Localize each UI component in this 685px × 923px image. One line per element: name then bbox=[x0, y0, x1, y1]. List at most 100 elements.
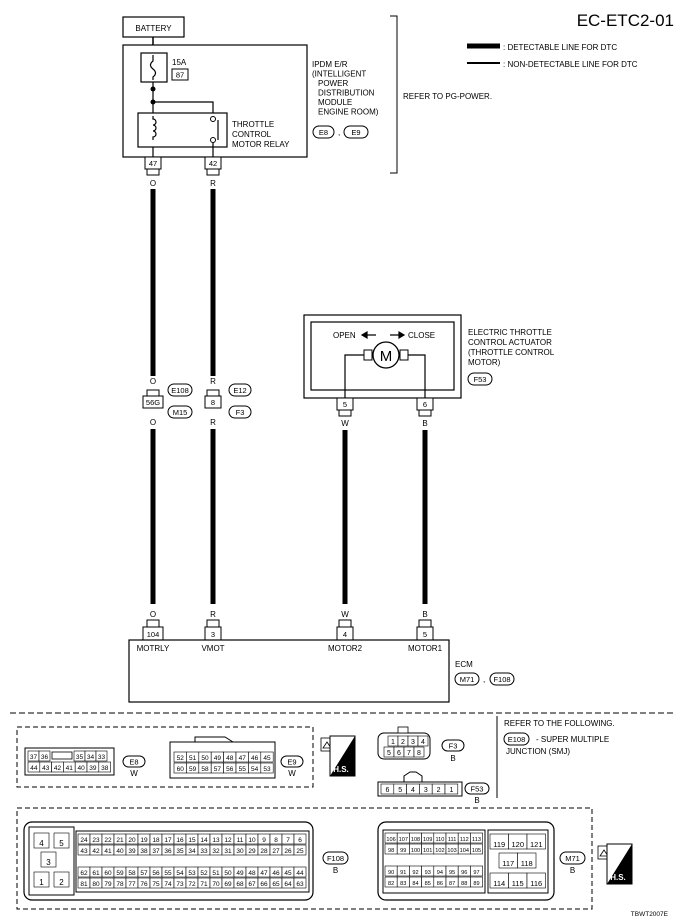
connector-pin-label: 5 bbox=[387, 750, 391, 757]
connector-pin bbox=[293, 866, 307, 878]
connector-pin-label: 18 bbox=[152, 837, 160, 844]
connector-f108-color: B bbox=[333, 866, 338, 875]
connector-pin-label: 104 bbox=[460, 848, 469, 854]
smj-note-line1: - SUPER MULTIPLE bbox=[536, 735, 609, 744]
separator: , bbox=[483, 675, 485, 684]
arrow-right-icon bbox=[390, 330, 406, 340]
connector-f108-label: F108 bbox=[493, 675, 510, 684]
connector-pin-label: 98 bbox=[388, 848, 394, 854]
connector-pin-label: 103 bbox=[447, 848, 456, 854]
connector-pin-label: 25 bbox=[296, 848, 304, 855]
connector-pin-label: 99 bbox=[400, 848, 406, 854]
connector-badge-e108 bbox=[167, 383, 193, 397]
connector-tab bbox=[418, 619, 432, 628]
connector-pin-label: 88 bbox=[461, 881, 467, 887]
relay-contact-icon bbox=[210, 116, 216, 122]
connector-view-f108-m71 bbox=[16, 807, 593, 910]
connector-pin-label: 94 bbox=[437, 870, 443, 876]
connector-pin-label: 42 bbox=[54, 765, 62, 772]
connector-pin-label: 37 bbox=[30, 754, 38, 761]
connector-e8-label: E8 bbox=[319, 128, 328, 137]
connector-pin-label: 44 bbox=[30, 765, 38, 772]
connector-pin bbox=[33, 832, 50, 849]
connector-pin-label: 35 bbox=[76, 754, 84, 761]
connector-pin-label: 81 bbox=[80, 881, 88, 888]
svg-text:H.S.: H.S. bbox=[333, 765, 349, 774]
connector-pin-label: 4 bbox=[39, 839, 44, 848]
connector-pin-label: 36 bbox=[41, 754, 49, 761]
connector-pin bbox=[417, 735, 429, 747]
connector-pin-label: 115 bbox=[512, 879, 524, 888]
relay-contact-feed bbox=[153, 101, 214, 116]
connector-pin-label: 120 bbox=[511, 840, 524, 849]
connector-pin-label: 41 bbox=[66, 765, 74, 772]
connector-pin-label: 12 bbox=[224, 837, 232, 844]
connector-pin-label: 100 bbox=[411, 848, 420, 854]
connector-pin-label: 67 bbox=[248, 881, 256, 888]
connector-pin-label: 110 bbox=[435, 837, 444, 843]
arrow-left-icon bbox=[360, 330, 376, 340]
connector-pin-label: 66 bbox=[260, 881, 268, 888]
connector-pin-label: 46 bbox=[251, 755, 259, 762]
connector-pin bbox=[293, 833, 307, 845]
connector-tab bbox=[338, 409, 352, 417]
ecm-pin-name-motor1: MOTOR1 bbox=[408, 644, 443, 653]
battery-label: BATTERY bbox=[135, 24, 172, 33]
connector-pin-label: 38 bbox=[101, 765, 109, 772]
connector-pin-label: 86 bbox=[437, 881, 443, 887]
connector-badge-f108 bbox=[489, 672, 515, 686]
connector-pin-label: 118 bbox=[521, 859, 533, 868]
connector-pin-label: 10 bbox=[248, 837, 256, 844]
connector-pin-label: 28 bbox=[260, 848, 268, 855]
fuse-box bbox=[140, 52, 168, 83]
connector-pin-label: 119 bbox=[493, 840, 505, 849]
connector-pin-label: 31 bbox=[224, 848, 232, 855]
ipdm-terminal-47-label: 47 bbox=[149, 159, 157, 168]
connector-tab bbox=[206, 619, 220, 628]
open-label: OPEN bbox=[333, 331, 356, 340]
connector-pin-label: 39 bbox=[89, 765, 97, 772]
connector-pin bbox=[517, 852, 537, 869]
connector-pin-label: 90 bbox=[388, 870, 394, 876]
connector-badge-f3 bbox=[441, 739, 465, 752]
connector-pin bbox=[40, 851, 57, 868]
connector-pin-label: 91 bbox=[400, 870, 406, 876]
connector-pin bbox=[260, 762, 274, 774]
figure-code: TBWT2007E bbox=[631, 911, 669, 918]
connector-pin-label: 95 bbox=[449, 870, 455, 876]
connector-pin-label: 46 bbox=[272, 870, 280, 877]
connector-badge-e8 bbox=[122, 755, 146, 768]
connector-pin-label: 1 bbox=[391, 739, 395, 746]
connector-pin-label: 56 bbox=[226, 766, 234, 773]
connector-pin-label: 59 bbox=[116, 870, 124, 877]
connector-pin bbox=[470, 876, 483, 888]
connector-pin-label: 53 bbox=[263, 766, 271, 773]
connector-pin-label: 40 bbox=[116, 848, 124, 855]
connector-pin-label: 1 bbox=[39, 878, 44, 887]
connector-pin-label: 101 bbox=[423, 848, 432, 854]
connector-tab bbox=[146, 168, 160, 176]
connector-e108-label: E108 bbox=[171, 386, 189, 395]
connector-pin-label: 38 bbox=[140, 848, 148, 855]
connector-pin-label: 36 bbox=[164, 848, 172, 855]
connector-pin-label: 21 bbox=[116, 837, 124, 844]
connector-pin-label: 80 bbox=[92, 881, 100, 888]
ecm-box bbox=[128, 639, 450, 703]
connector-pin-label: 42 bbox=[92, 848, 100, 855]
wire-color-b: B bbox=[422, 610, 427, 619]
connector-pin-label: 49 bbox=[236, 870, 244, 877]
connector-pin-label: 93 bbox=[425, 870, 431, 876]
connector-pin-label: 52 bbox=[177, 755, 185, 762]
connector-pin-label: 1 bbox=[449, 787, 453, 794]
connector-pin-label: 57 bbox=[214, 766, 222, 773]
legend-non-detectable: : NON-DETECTABLE LINE FOR DTC bbox=[503, 60, 638, 69]
connector-pin-label: 7 bbox=[286, 837, 290, 844]
connector-pin-label: 61 bbox=[92, 870, 100, 877]
connector-pin-label: 3 bbox=[411, 739, 415, 746]
connector-pin-label: 2 bbox=[59, 878, 64, 887]
motor-icon bbox=[372, 341, 400, 369]
connector-latch bbox=[397, 726, 409, 734]
connector-pin-label: 17 bbox=[164, 837, 172, 844]
connector-pin-label: 58 bbox=[201, 766, 209, 773]
